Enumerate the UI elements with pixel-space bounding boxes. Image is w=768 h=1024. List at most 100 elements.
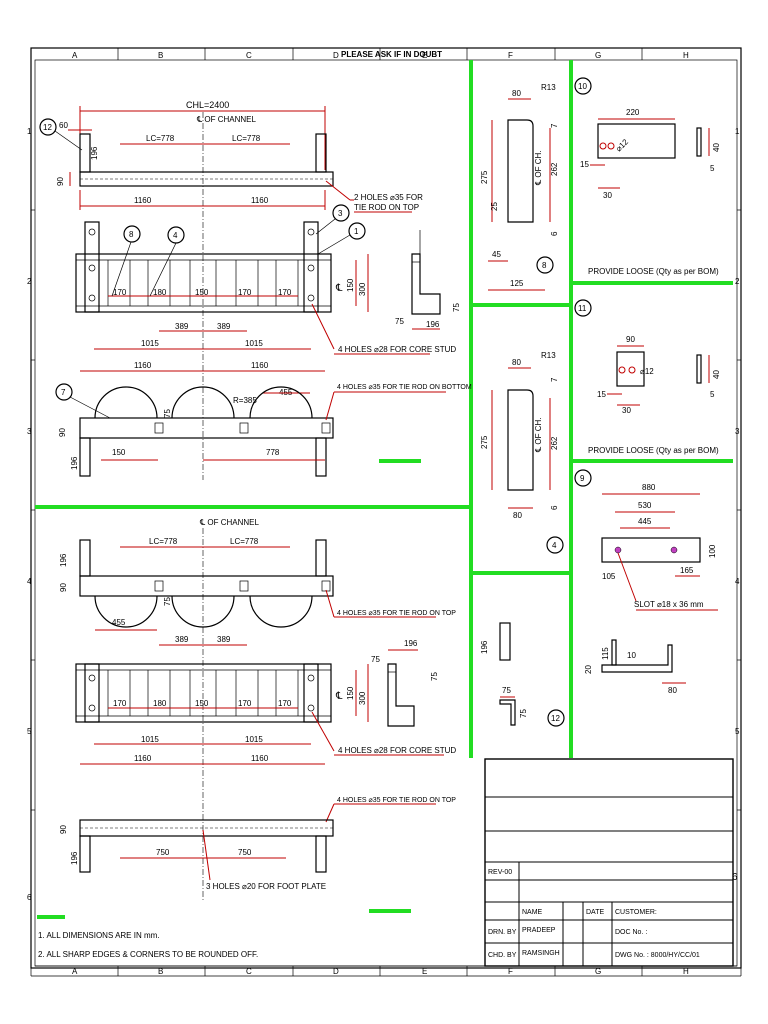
row-label-1-right: 1: [735, 127, 740, 136]
tb-drn-name: PRADEEP: [522, 927, 556, 934]
row-label-3-left: 3: [27, 427, 32, 436]
tb-customer: CUSTOMER:: [615, 909, 657, 916]
center-label-1: ℄ OF CHANNEL: [196, 115, 256, 124]
p1-d389a: 389: [175, 322, 189, 331]
p2-d1015b: 1015: [245, 735, 263, 744]
p2-d300v: 300: [358, 691, 367, 705]
balloon-12-part-num: 12: [551, 714, 560, 723]
col-label-e-top: E: [422, 51, 427, 60]
e2-d75: 75: [163, 597, 172, 606]
balloon-8-part: [536, 256, 554, 274]
p11-note: PROVIDE LOOSE (Qty as per BOM): [588, 446, 719, 455]
p1-d1015a: 1015: [141, 339, 159, 348]
p9-d880: 880: [642, 483, 656, 492]
part-11-detail: 90 ⌀12 15 30 40 5 PROVIDE LOOSE (Qty as …: [588, 335, 721, 455]
dim-1160-1b: 1160: [251, 196, 269, 205]
note-2-holes: 2 HOLES ⌀35 FOR: [354, 193, 423, 202]
balloon-11: [574, 299, 592, 317]
p8-ch: ℄ OF CH.: [534, 151, 543, 186]
part-11-plate: [616, 351, 645, 387]
p11-d90: 90: [626, 335, 635, 344]
p11-d40: 40: [712, 370, 721, 379]
p1-d1160a: 1160: [134, 361, 152, 370]
title-block: [484, 758, 734, 967]
p11-d30: 30: [622, 406, 631, 415]
tb-chd-name: RAMSINGH: [522, 950, 560, 957]
view-plan-2: 389 389 170 180 150 170 170 1015 1015 11…: [75, 635, 456, 765]
p1-d170a: 170: [113, 288, 127, 297]
p2-side-75a: 75: [371, 655, 380, 664]
part-12-shape: [499, 622, 511, 661]
row-label-5-right: 5: [735, 727, 740, 736]
p9-d165: 165: [680, 566, 694, 575]
col-label-b-bottom: B: [158, 967, 163, 976]
col-label-h-top: H: [683, 51, 689, 60]
e3-d90: 90: [59, 825, 68, 834]
p4-d262: 262: [550, 436, 559, 450]
col-label-d-bottom: D: [333, 967, 339, 976]
plan-frame-1: [75, 253, 332, 313]
part-10-plate: [597, 123, 676, 159]
p4-ch: ℄ OF CH.: [534, 418, 543, 453]
p9-d115: 115: [601, 647, 610, 660]
p12-d196: 196: [480, 640, 489, 654]
e1-d196: 196: [70, 456, 79, 470]
col-label-a-top: A: [72, 51, 78, 60]
row-label-2-right: 2: [735, 277, 740, 286]
col-label-f-top: F: [508, 51, 513, 60]
part-8-shape: [507, 119, 534, 223]
lc-left-1: LC=778: [146, 134, 175, 143]
part-10-detail: 220 ⌀12 15 30 40 5 PROVIDE LOOSE (Qty as…: [580, 108, 721, 276]
p9-d100: 100: [708, 544, 717, 558]
tb-chd-by: CHD. BY: [488, 952, 517, 959]
p4-d275: 275: [480, 435, 489, 449]
col-label-g-bottom: G: [595, 967, 601, 976]
p2-d1160a: 1160: [134, 754, 152, 763]
note-foot-plate: 3 HOLES ⌀20 FOR FOOT PLATE: [206, 882, 326, 891]
border-grid-ticks: [31, 48, 741, 976]
balloon-12-top: [39, 118, 57, 136]
p8-d125: 125: [510, 279, 524, 288]
p9-d10: 10: [627, 651, 636, 660]
tb-dwg-no: DWG No. : 8000/HY/CC/01: [615, 952, 700, 959]
e3-d750a: 750: [156, 848, 170, 857]
dim-1160-1a: 1160: [134, 196, 152, 205]
row-label-2-left: 2: [27, 277, 32, 286]
p8-r13: R13: [541, 83, 556, 92]
p9-d445: 445: [638, 517, 652, 526]
row-label-4-left: 4: [27, 577, 32, 586]
p1-d150v: 150: [346, 278, 355, 292]
p12-d75a: 75: [502, 686, 511, 695]
e2-lc-left: LC=778: [149, 537, 178, 546]
p1-side-75a: 75: [395, 317, 404, 326]
part-9-detail: 880 530 445 100 105 165 SLOT ⌀18 x 36 mm…: [584, 483, 718, 695]
p9-d80: 80: [668, 686, 677, 695]
row-label-1-left: 1: [27, 127, 32, 136]
tb-doc-no: DOC No. :: [615, 929, 647, 936]
p10-d220: 220: [626, 108, 640, 117]
tb-date-header: DATE: [586, 909, 604, 916]
p2-d170b: 170: [238, 699, 252, 708]
channel-2: [79, 575, 334, 597]
row-label-5-left: 5: [27, 727, 32, 736]
col-label-g-top: G: [595, 51, 601, 60]
part-9-plate: [601, 537, 701, 563]
p9-d105: 105: [602, 572, 616, 581]
p2-d150: 150: [195, 699, 209, 708]
part-12-detail: 196 75 75: [480, 622, 528, 726]
col-label-h-bottom: H: [683, 967, 689, 976]
p8-d45: 45: [492, 250, 501, 259]
p2-d150v: 150: [346, 686, 355, 700]
lc-right-1: LC=778: [232, 134, 261, 143]
note-core-stud-1: 4 HOLES ⌀28 FOR CORE STUD: [338, 345, 456, 354]
e3-d196: 196: [70, 851, 79, 865]
p10-d5: 5: [710, 164, 715, 173]
p9-slot: SLOT ⌀18 x 36 mm: [634, 600, 704, 609]
balloon-10: [574, 77, 592, 95]
e3-d750b: 750: [238, 848, 252, 857]
balloon-4-top-num: 4: [173, 231, 178, 240]
p4-d80b: 80: [513, 511, 522, 520]
balloon-3: [332, 204, 350, 222]
p9-d20: 20: [584, 665, 593, 674]
p2-side-75b: 75: [430, 672, 439, 681]
